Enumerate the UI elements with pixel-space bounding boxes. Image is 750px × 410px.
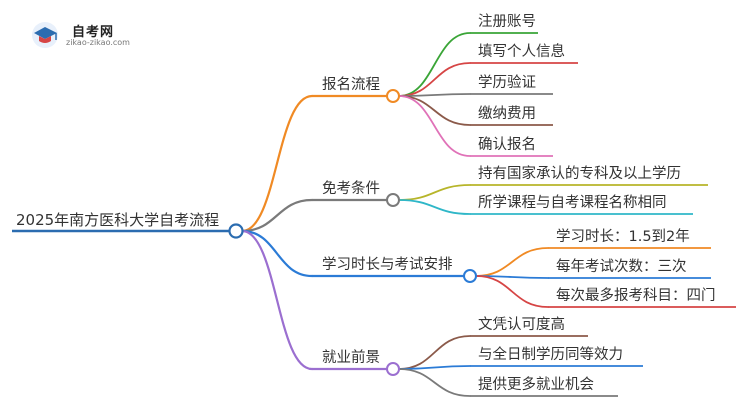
- leaf-connector: [398, 95, 471, 126]
- leaf-connector: [398, 184, 471, 201]
- leaf-label: 学历验证: [478, 75, 536, 91]
- leaf-label: 学习时长：1.5到2年: [556, 229, 690, 245]
- branch-label: 免考条件: [322, 181, 380, 197]
- leaf-label: 所学课程与自考课程名称相同: [478, 195, 667, 211]
- leaf-label: 每次最多报考科目：四门: [556, 288, 716, 304]
- branch-connector: [240, 94, 314, 233]
- leaf-connector: [398, 32, 471, 97]
- logo-title: 自考网: [72, 25, 115, 40]
- leaf-connector: [398, 199, 471, 215]
- root-label: 2025年南方医科大学自考流程: [16, 211, 220, 229]
- logo-url: zikao-zikao.com: [66, 38, 130, 47]
- leaf-label: 每年考试次数：三次: [556, 259, 687, 275]
- leaf-label: 填写个人信息: [478, 44, 565, 60]
- branch-node: [386, 362, 400, 376]
- graduation-cap-icon: [32, 22, 58, 48]
- branch-connector: [240, 198, 314, 233]
- branch-node: [386, 193, 400, 207]
- branch-connector: [240, 229, 314, 278]
- leaf-label: 与全日制学历同等效力: [478, 347, 623, 363]
- leaf-label: 文凭认可度高: [478, 317, 565, 333]
- leaf-label: 确认报名: [478, 137, 536, 153]
- leaf-label: 缴纳费用: [478, 106, 536, 122]
- leaf-connector: [475, 275, 549, 308]
- leaf-label: 持有国家承认的专科及以上学历: [478, 166, 681, 182]
- leaf-connector: [475, 247, 549, 277]
- leaf-connector: [398, 95, 471, 157]
- leaf-connector: [398, 335, 471, 370]
- leaf-label: 注册账号: [478, 14, 536, 30]
- branch-node: [386, 89, 400, 103]
- leaf-connector: [398, 62, 471, 97]
- leaf-connector: [398, 368, 471, 397]
- root-node: [228, 223, 244, 239]
- branch-label: 就业前景: [322, 350, 380, 366]
- site-logo: 自考网 zikao-zikao.com: [30, 18, 150, 52]
- branch-label: 报名流程: [322, 77, 380, 93]
- branch-connector: [240, 229, 314, 371]
- branch-label: 学习时长与考试安排: [322, 257, 453, 273]
- leaf-label: 提供更多就业机会: [478, 377, 594, 393]
- branch-node: [463, 269, 477, 283]
